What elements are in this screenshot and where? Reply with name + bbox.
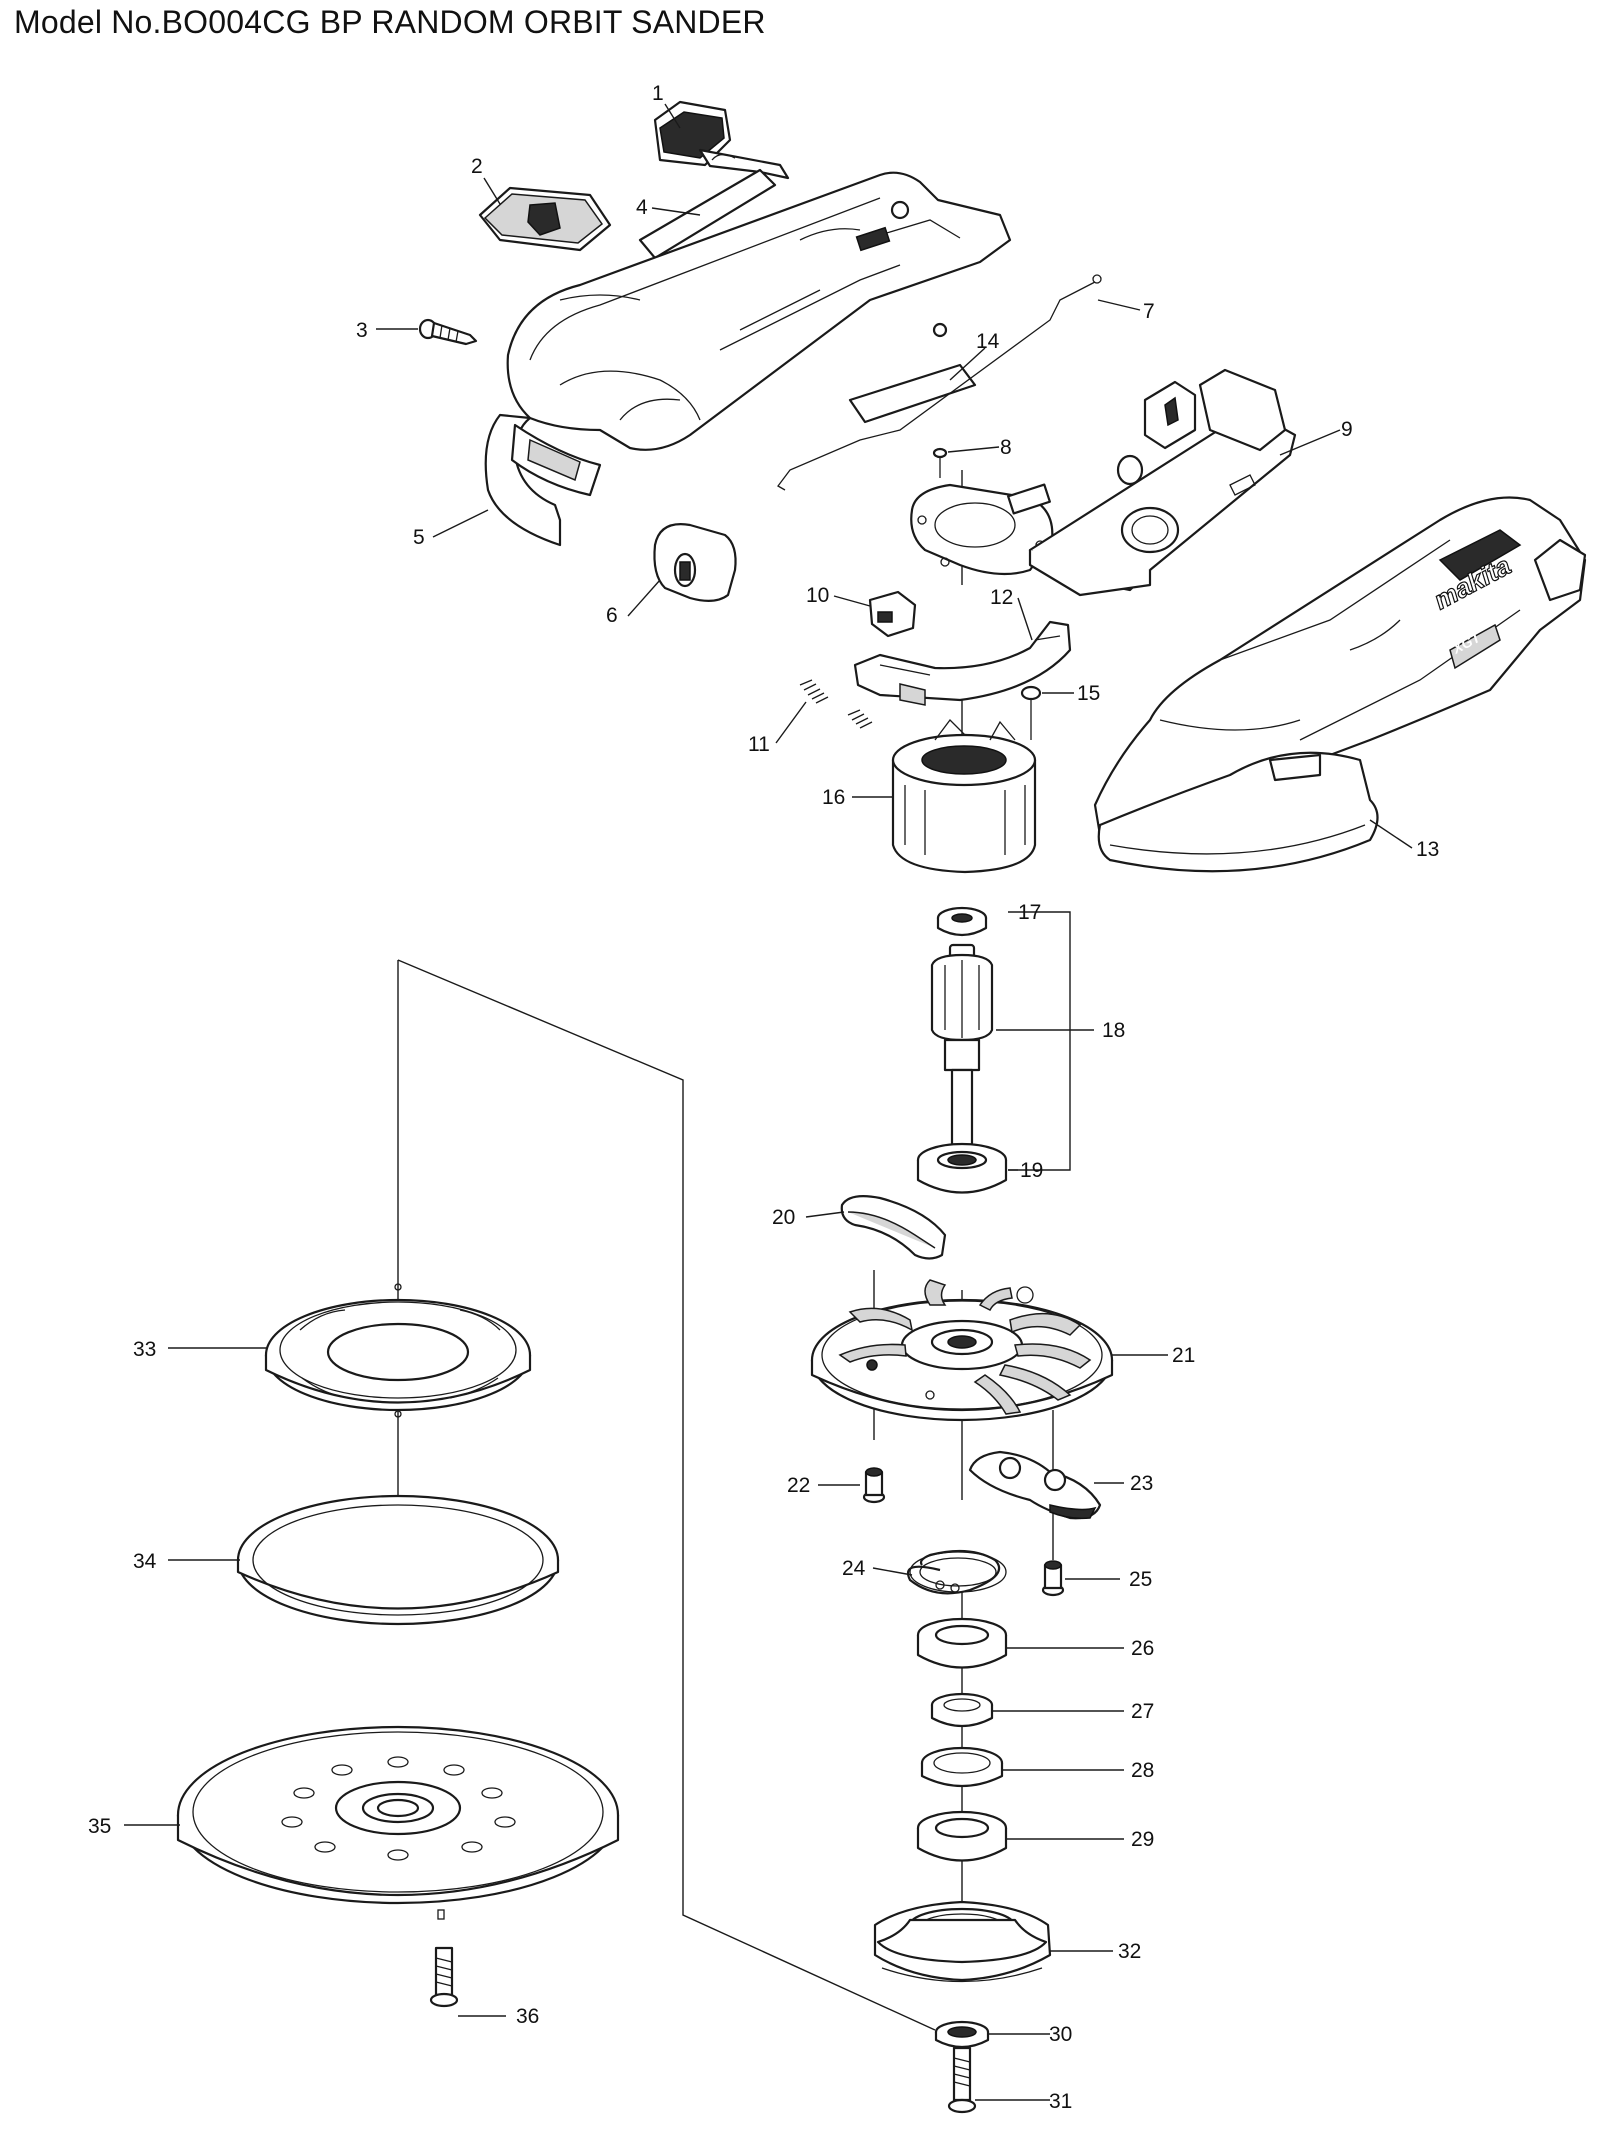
- part-36-screw: [429, 1946, 459, 2008]
- part-14-label: [848, 363, 977, 424]
- part-2-button-cap: [478, 186, 612, 252]
- label-29: 29: [1131, 1828, 1154, 1851]
- part-5-front-cover: [484, 413, 602, 547]
- label-14: 14: [976, 330, 1000, 353]
- label-8: 8: [1000, 436, 1012, 459]
- leader-lines: [124, 103, 1413, 2101]
- label-2: 2: [471, 155, 483, 178]
- label-9: 9: [1341, 418, 1353, 441]
- label-21: 21: [1172, 1344, 1195, 1367]
- label-18: 18: [1102, 1019, 1125, 1042]
- label-33: 33: [133, 1338, 156, 1361]
- label-7: 7: [1143, 300, 1155, 323]
- label-22: 22: [787, 1474, 810, 1497]
- housing-upper: [506, 171, 1012, 451]
- label-1: 1: [652, 82, 664, 105]
- label-32: 32: [1118, 1940, 1141, 1963]
- part-10-switch: [868, 590, 917, 638]
- part-9-controller: [1007, 368, 1297, 597]
- part-17-bearing: [936, 906, 988, 937]
- part-27-ring: [930, 1692, 994, 1728]
- label-17: 17: [1018, 901, 1041, 924]
- label-24: 24: [842, 1557, 866, 1580]
- label-11: 11: [748, 733, 770, 756]
- diagram-title: Model No.BO004CG BP RANDOM ORBIT SANDER: [14, 4, 766, 40]
- part-23-counterweight: [968, 1450, 1102, 1520]
- part-12-bracket: [853, 620, 1072, 706]
- part-26-bearing: [916, 1617, 1008, 1669]
- label-34: 34: [133, 1550, 157, 1573]
- part-3-screw: [418, 318, 478, 346]
- part-33-pad-support: [264, 1283, 532, 1418]
- label-6: 6: [606, 604, 618, 627]
- label-35: 35: [88, 1815, 111, 1838]
- part-24-retaining-ring: [907, 1549, 1007, 1595]
- part-16-stator: [891, 719, 1037, 874]
- part-11-springs: [799, 679, 873, 729]
- label-13: 13: [1416, 838, 1439, 861]
- label-3: 3: [356, 319, 368, 342]
- label-12: 12: [990, 586, 1013, 609]
- part-29-bearing: [916, 1810, 1008, 1862]
- part-19-bearing: [916, 1142, 1008, 1194]
- part-13-motor-housing: [1093, 496, 1587, 873]
- part-32-bearing-housing: [873, 1900, 1052, 1983]
- label-5: 5: [413, 526, 425, 549]
- part-35-sanding-pad: [176, 1725, 620, 1920]
- part-18-rotor: [930, 943, 994, 1150]
- label-26: 26: [1131, 1637, 1154, 1660]
- part-7-rod: [777, 274, 1102, 491]
- part-22-screw: [862, 1467, 886, 1504]
- label-19: 19: [1020, 1159, 1043, 1182]
- label-15: 15: [1077, 682, 1100, 705]
- part-34-seal-ring: [236, 1494, 560, 1626]
- label-28: 28: [1131, 1759, 1154, 1782]
- part-labels: 1 2 3 4 5 6 7 8 9 10 11 12 13 14 15 16 1…: [88, 82, 1439, 2113]
- label-4: 4: [636, 196, 648, 219]
- label-27: 27: [1131, 1700, 1154, 1723]
- label-20: 20: [772, 1206, 795, 1229]
- part-4-label: [638, 168, 777, 260]
- part-20-counterweight: [840, 1195, 947, 1260]
- part-6-cap: [653, 523, 737, 602]
- label-30: 30: [1049, 2023, 1072, 2046]
- label-31: 31: [1049, 2090, 1072, 2113]
- label-16: 16: [822, 786, 845, 809]
- part-31-screw: [947, 2046, 977, 2114]
- label-10: 10: [806, 584, 829, 607]
- label-36: 36: [516, 2005, 539, 2028]
- part-30-cap: [934, 2020, 990, 2049]
- part-21-fan: [810, 1279, 1114, 1422]
- part-25-screw: [1041, 1560, 1065, 1597]
- part-1-switch-lever: [653, 100, 790, 180]
- part-28-seal-ring: [920, 1746, 1004, 1788]
- part-15-screw: [1020, 685, 1042, 740]
- label-25: 25: [1129, 1568, 1152, 1591]
- part-8-screw: [932, 447, 948, 478]
- label-23: 23: [1130, 1472, 1153, 1495]
